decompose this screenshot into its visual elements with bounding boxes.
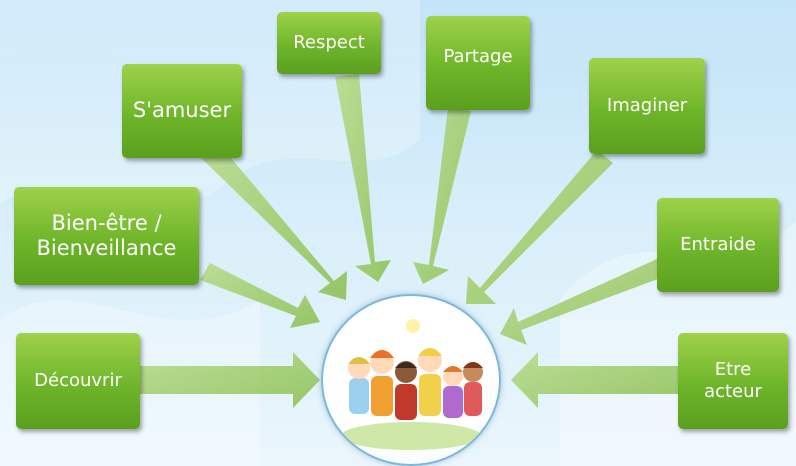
node-label: Imaginer [606,95,688,117]
arrow-etreacteur [511,352,680,408]
node-bienetre: Bien-être / Bienveillance [14,187,199,285]
center-hub-illustration [321,294,501,466]
children-illustration [341,319,483,450]
kid-figure [395,361,417,420]
node-etreacteur: Etre acteur [678,333,788,429]
node-label: Entraide [680,234,756,256]
node-label: Partage [443,46,513,67]
node-partage: Partage [426,16,530,110]
arrow-imaginer [466,150,613,304]
kid-figure [348,357,370,414]
kid-figure [463,362,483,416]
arrow-bienetre [200,263,320,328]
kid-figure [370,350,394,416]
node-entraide: Entraide [657,198,779,292]
node-label: Découvrir [34,370,122,392]
node-imaginer: Imaginer [589,58,705,154]
arrow-partage [413,108,471,284]
arrow-entraide [500,258,666,345]
node-label: Respect [293,32,365,54]
node-label: S'amuser [132,98,232,123]
grass-shape [341,422,481,450]
node-decouvrir: Découvrir [16,333,140,429]
node-respect: Respect [277,12,381,74]
kid-figure [418,348,442,416]
node-samuser: S'amuser [122,64,242,158]
node-label: Etre acteur [704,359,762,402]
node-label: Bien-être / Bienveillance [36,210,177,260]
kid-figure [443,366,463,418]
arrow-decouvrir [138,352,320,408]
arrow-respect [335,74,391,282]
sun-icon [406,319,420,333]
arrow-samuser [198,140,347,300]
